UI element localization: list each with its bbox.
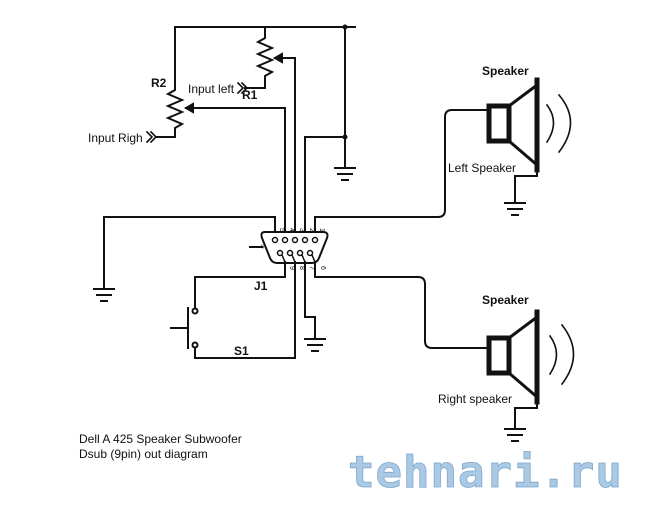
pin7-wire [304, 261, 316, 339]
input-left-label: Input left [188, 82, 235, 96]
caption-line-1: Dell A 425 Speaker Subwoofer [79, 432, 242, 446]
diagram-caption: Dell A 425 Speaker Subwoofer Dsub (9pin)… [79, 432, 242, 462]
s1-push-button [170, 307, 199, 349]
pin1-wire [314, 109, 488, 233]
speaker-right-heading: Speaker [482, 293, 529, 307]
r2-potentiometer [155, 26, 286, 233]
j1-shell-label: S [259, 244, 266, 249]
pin-label: 2 [308, 228, 315, 232]
caption-line-2: Dsub (9pin) out diagram [79, 447, 208, 461]
pin-label: 3 [298, 228, 305, 232]
input-left-arrow-icon [236, 81, 249, 95]
r1-wiper-arrow [272, 52, 283, 64]
ground-symbol-left [93, 288, 115, 302]
pin-7 [296, 249, 304, 257]
pin-label: 9 [288, 266, 295, 270]
r1-potentiometer [244, 26, 296, 233]
pin-8 [286, 249, 294, 257]
pin-label: 1 [318, 228, 325, 232]
pin2-wire [304, 136, 346, 233]
speaker-left-label: Left Speaker [448, 161, 516, 175]
input-right-arrow-icon [145, 130, 158, 144]
ground-symbol-bottom [304, 338, 326, 352]
speaker-right-icon [486, 309, 575, 442]
ground-symbol-top [334, 167, 356, 181]
pin-label: 6 [319, 266, 326, 270]
pin-5 [271, 236, 279, 244]
pin5-wire [103, 216, 276, 289]
r2-wiper-wire [185, 107, 286, 233]
input-right-label: Input Righ [88, 131, 143, 145]
speaker-left-icon [486, 77, 572, 216]
pin-2 [301, 236, 309, 244]
pin9-wire [194, 261, 286, 309]
pin-labels-bottom: 9 8 7 6 [288, 266, 326, 270]
speaker-right-label: Right speaker [438, 392, 512, 406]
pin-1 [311, 236, 319, 244]
pin-4 [281, 236, 289, 244]
pin-labels-top: 5 4 3 2 1 [278, 228, 325, 232]
r1-label: R1 [242, 88, 258, 102]
pin-6 [306, 249, 314, 257]
j1-pins [271, 236, 319, 257]
pin-3 [291, 236, 299, 244]
pin-label: 5 [278, 228, 285, 232]
j1-dsub-connector [249, 231, 329, 264]
speaker-left-heading: Speaker [482, 64, 529, 78]
watermark: tehnari.ru [348, 447, 623, 498]
pin-label: 8 [298, 266, 305, 270]
s1-label: S1 [234, 344, 249, 358]
pin-label: 4 [288, 228, 295, 232]
pin6-wire [314, 261, 488, 349]
pin-label: 7 [308, 266, 315, 270]
pin-9 [276, 249, 284, 257]
sound-wave-small [545, 103, 555, 144]
pin8-wire [194, 261, 296, 359]
sound-wave-large [557, 93, 572, 154]
r2-label: R2 [151, 76, 167, 90]
j1-label: J1 [254, 279, 268, 293]
r2-wiper-arrow [183, 102, 194, 114]
